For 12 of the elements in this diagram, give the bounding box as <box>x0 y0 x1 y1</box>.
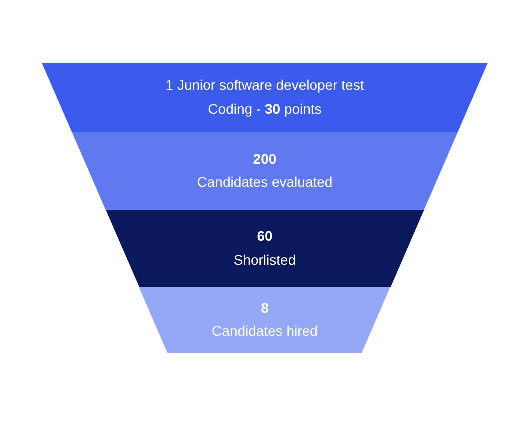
funnel-stage <box>72 132 458 210</box>
funnel-stage <box>139 287 391 353</box>
stage-label: Coding - 30 points <box>208 100 322 118</box>
stage-label: Candidates evaluated <box>197 174 333 192</box>
stage-label: Shorlisted <box>234 252 296 269</box>
stage-label: 60 <box>257 228 273 246</box>
stage-label: 1 Junior software developer test <box>166 77 364 94</box>
stage-label: 200 <box>253 150 277 168</box>
funnel-stage <box>106 210 424 287</box>
funnel-stage <box>42 63 488 132</box>
stage-label: 8 <box>261 300 269 317</box>
stage-label: Candidates hired <box>212 323 318 340</box>
